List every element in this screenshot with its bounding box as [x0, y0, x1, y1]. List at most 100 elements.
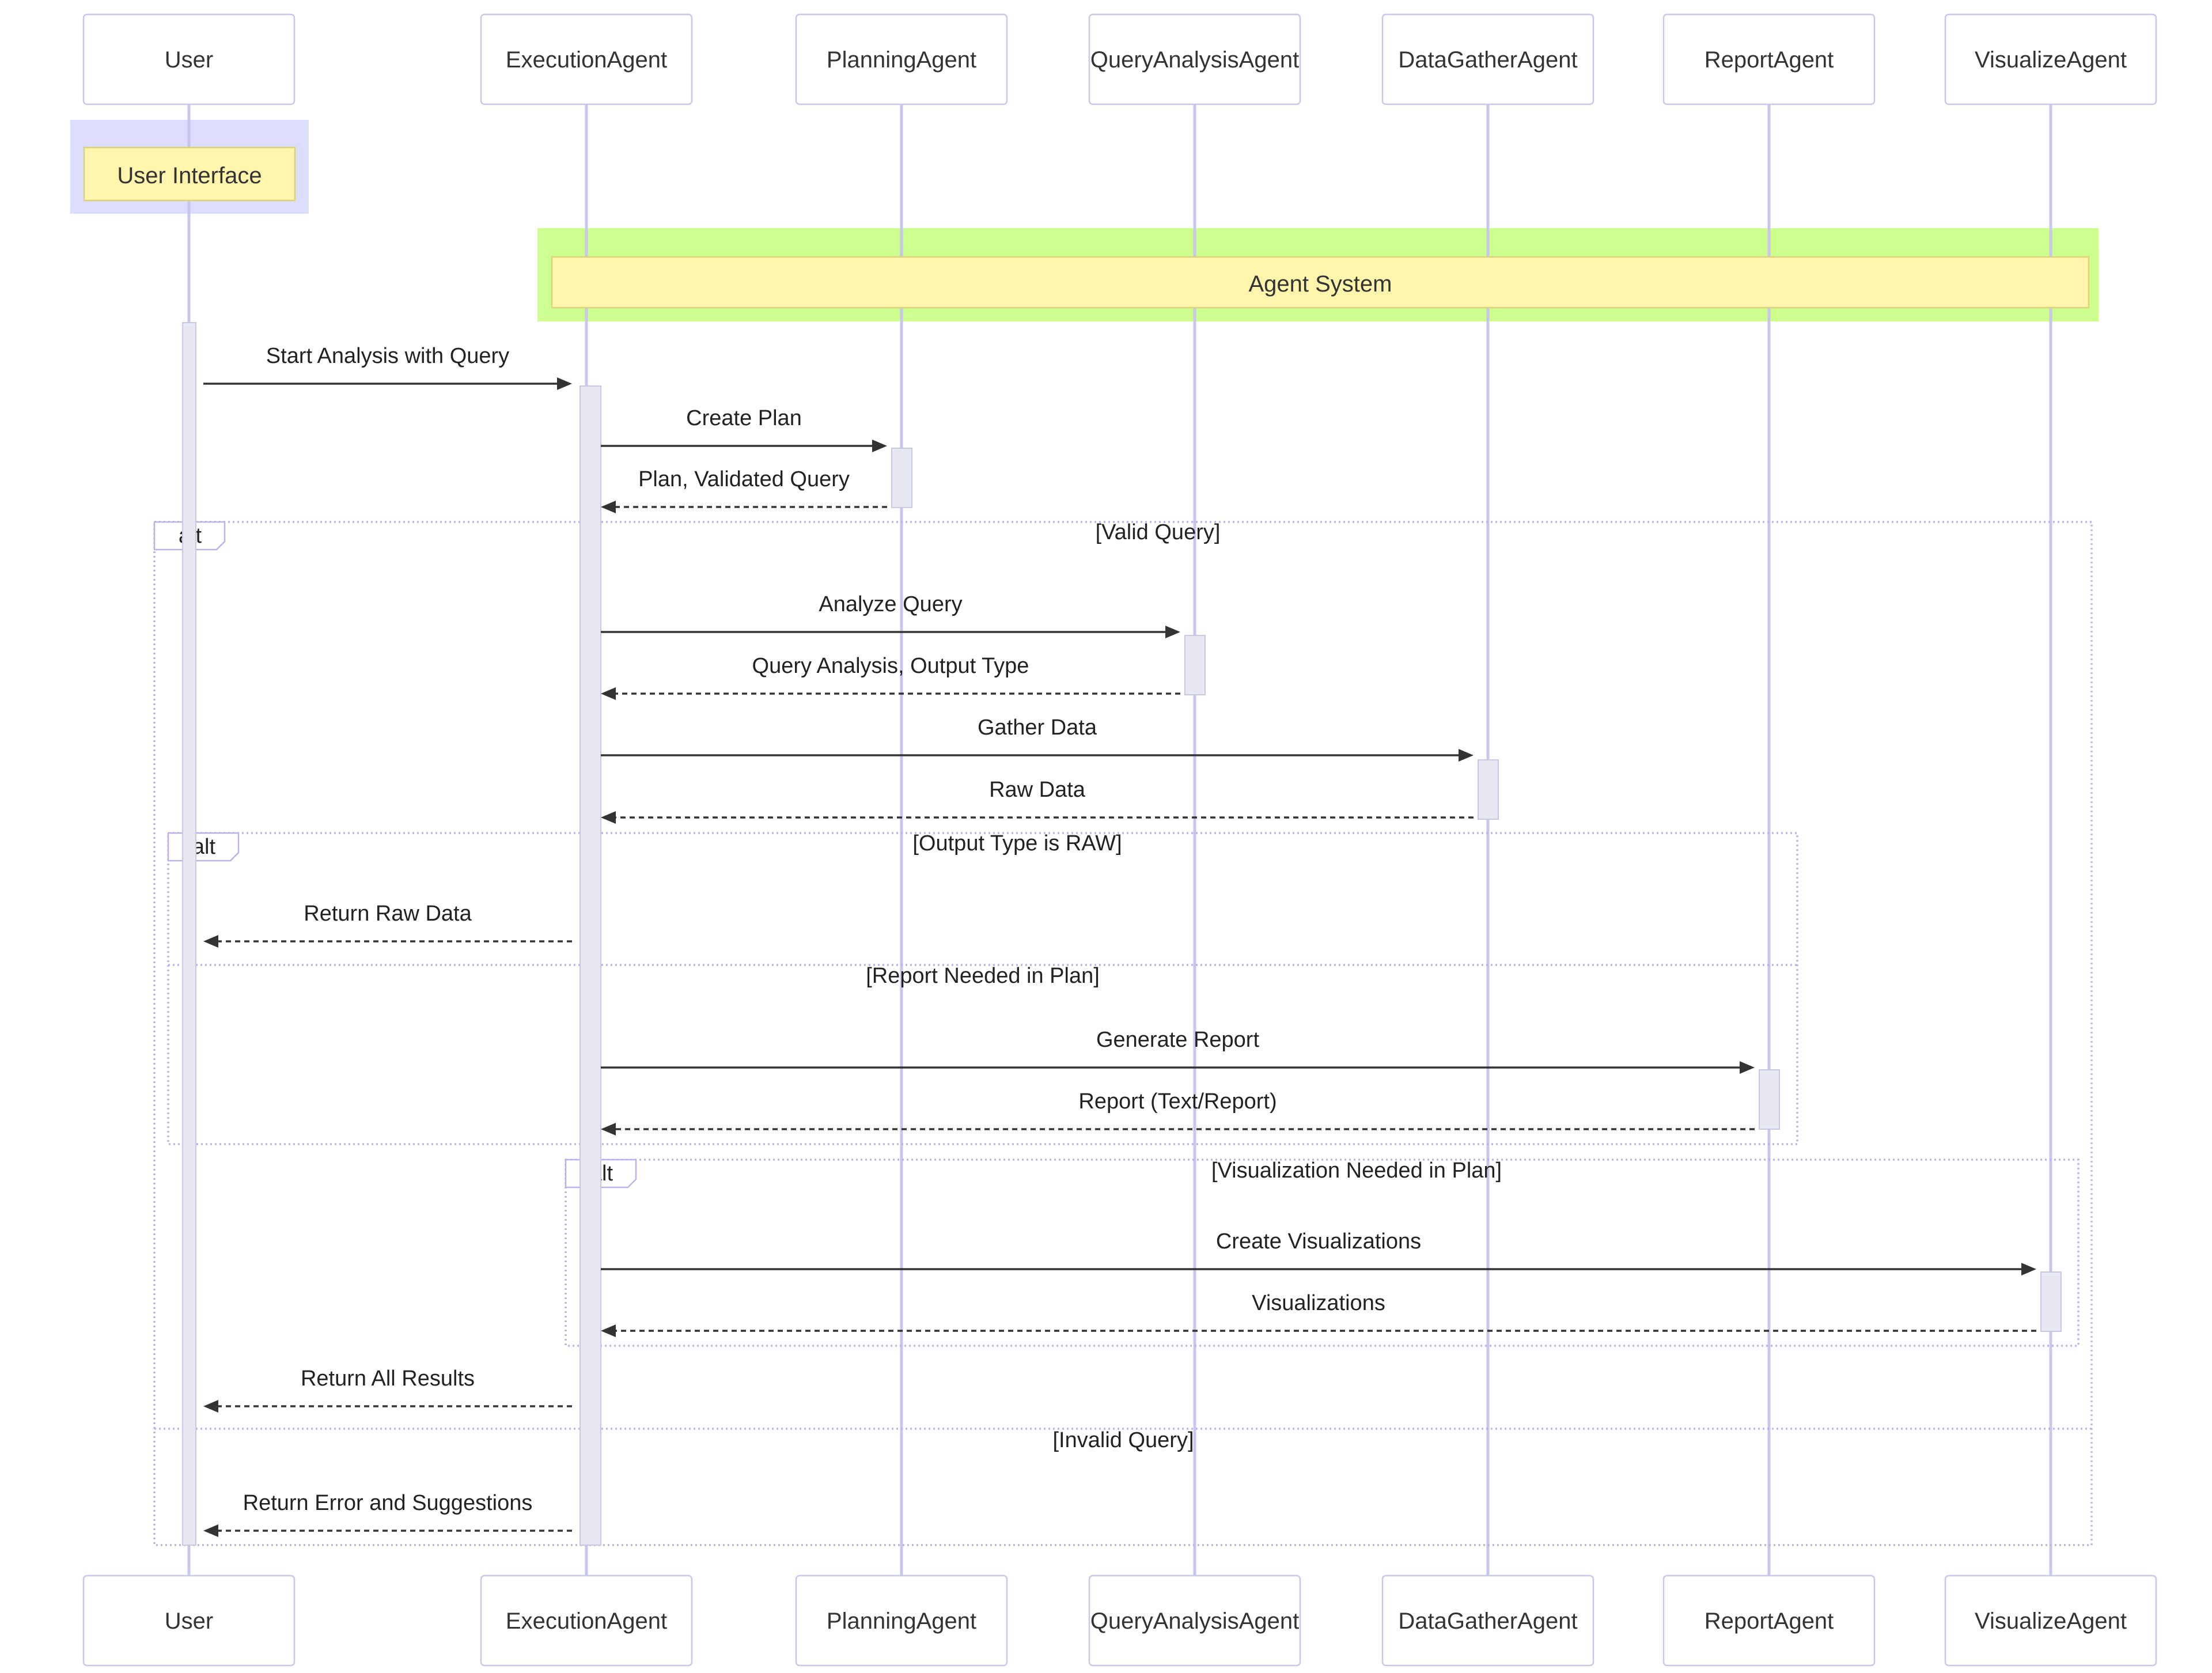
activation-bar-plan [891, 448, 912, 508]
actor-box [82, 13, 296, 105]
actor-box [1662, 1574, 1876, 1667]
message-label: Return Error and Suggestions [243, 1491, 533, 1515]
message-label: Visualizations [1252, 1291, 1385, 1315]
activation-bar-viz [2040, 1271, 2062, 1332]
message-label: Gather Data [978, 716, 1097, 740]
actor-label: DataGatherAgent [1398, 47, 1577, 73]
actor-box [795, 13, 1008, 105]
message-label: Report (Text/Report) [1078, 1089, 1277, 1114]
actor-bottom-viz: VisualizeAgent [1944, 1574, 2157, 1667]
arrowhead-icon [203, 935, 218, 948]
message-query-analysis-output-type: Query Analysis, Output Type [601, 654, 1180, 700]
message-raw-data: Raw Data [601, 778, 1474, 824]
actor-box [1088, 1574, 1301, 1667]
actor-label: VisualizeAgent [1975, 47, 2127, 73]
message-return-error-and-suggestions: Return Error and Suggestions [203, 1491, 572, 1537]
alt-fragment: alt[Visualization Needed in Plan] [565, 1159, 2080, 1347]
actor-top-exec: ExecutionAgent [480, 13, 693, 105]
arrowhead-icon [601, 687, 616, 700]
actor-bottom-dg: DataGatherAgent [1381, 1574, 1594, 1667]
message-analyze-query: Analyze Query [601, 592, 1180, 638]
message-return-raw-data: Return Raw Data [203, 902, 572, 948]
arrowhead-icon [872, 440, 887, 452]
actor-bottom-report: ReportAgent [1662, 1574, 1876, 1667]
message-label: Create Plan [686, 406, 802, 430]
actor-label: ReportAgent [1705, 1608, 1834, 1634]
guard-condition-visualization-needed-in-plan: [Visualization Needed in Plan] [1211, 1159, 1502, 1183]
arrowhead-icon [1459, 749, 1474, 762]
message-gather-data: Gather Data [601, 716, 1474, 762]
message-report-text-report: Report (Text/Report) [601, 1089, 1755, 1135]
actor-box [1944, 13, 2157, 105]
actor-label: QueryAnalysisAgent [1090, 47, 1299, 73]
actor-top-dg: DataGatherAgent [1381, 13, 1594, 105]
activation-bar-dg [1478, 759, 1499, 820]
actor-box [82, 1574, 296, 1667]
message-label: Create Visualizations [1216, 1229, 1421, 1254]
actor-top-user: User [82, 13, 296, 105]
alt-frame-border [167, 832, 1798, 1145]
arrowhead-icon [1165, 626, 1180, 638]
note-user-interface [83, 146, 296, 202]
message-create-plan: Create Plan [601, 406, 887, 452]
actor-top-report: ReportAgent [1662, 13, 1876, 105]
actor-label: User [165, 1608, 213, 1634]
actor-label: QueryAnalysisAgent [1090, 1608, 1299, 1634]
arrowhead-icon [601, 811, 616, 824]
message-generate-report: Generate Report [601, 1028, 1755, 1074]
alt-frame-border [565, 1159, 2080, 1347]
actor-bottom-qa: QueryAnalysisAgent [1088, 1574, 1301, 1667]
actor-bottom-user: User [82, 1574, 296, 1667]
note-label-agent-system: Agent System [1248, 271, 1392, 297]
message-label: Query Analysis, Output Type [752, 654, 1029, 678]
message-label: Return All Results [301, 1367, 475, 1391]
actor-box [795, 1574, 1008, 1667]
actor-top-qa: QueryAnalysisAgent [1088, 13, 1301, 105]
activation-bar-report [1759, 1069, 1780, 1130]
actor-box [1662, 13, 1876, 105]
guard-condition-valid-query: [Valid Query] [1096, 520, 1221, 544]
message-label: Raw Data [989, 778, 1086, 802]
guard-condition-report-needed-in-plan: [Report Needed in Plan] [866, 964, 1100, 988]
message-visualizations: Visualizations [601, 1291, 2036, 1337]
message-start-analysis-with-query: Start Analysis with Query [203, 344, 572, 390]
actor-label: VisualizeAgent [1975, 1608, 2127, 1634]
message-plan-validated-query: Plan, Validated Query [601, 467, 887, 513]
actor-label: DataGatherAgent [1398, 1608, 1577, 1634]
arrowhead-icon [203, 1400, 218, 1413]
arrowhead-icon [601, 1324, 616, 1337]
actor-top-viz: VisualizeAgent [1944, 13, 2157, 105]
actor-label: PlanningAgent [827, 1608, 976, 1634]
actor-label: ExecutionAgent [506, 47, 667, 73]
note-label-user-interface: User Interface [117, 163, 262, 188]
arrowhead-icon [601, 501, 616, 513]
arrowhead-icon [203, 1524, 218, 1537]
actor-box [1381, 1574, 1594, 1667]
message-label: Return Raw Data [304, 902, 472, 926]
arrowhead-icon [2021, 1263, 2036, 1275]
actor-bottom-exec: ExecutionAgent [480, 1574, 693, 1667]
arrowhead-icon [601, 1123, 616, 1135]
actor-top-plan: PlanningAgent [795, 13, 1008, 105]
activation-bar-user [182, 322, 196, 1546]
actor-box [480, 1574, 693, 1667]
guard-condition-invalid-query: [Invalid Query] [1053, 1428, 1194, 1452]
actor-box [1381, 13, 1594, 105]
actor-box [1944, 1574, 2157, 1667]
actor-label: PlanningAgent [827, 47, 976, 73]
actor-label: User [165, 47, 213, 73]
activation-bar-exec [579, 385, 601, 1546]
activation-bar-qa [1184, 635, 1206, 695]
message-label: Start Analysis with Query [266, 344, 509, 368]
actor-label: ReportAgent [1705, 47, 1834, 73]
alt-frame-border [153, 521, 2093, 1546]
message-label: Generate Report [1096, 1028, 1259, 1052]
message-label: Plan, Validated Query [638, 467, 850, 491]
actor-label: ExecutionAgent [506, 1608, 667, 1634]
actor-box [1088, 13, 1301, 105]
arrowhead-icon [1740, 1061, 1755, 1074]
actor-box [480, 13, 693, 105]
actor-bottom-plan: PlanningAgent [795, 1574, 1008, 1667]
message-create-visualizations: Create Visualizations [601, 1229, 2036, 1275]
